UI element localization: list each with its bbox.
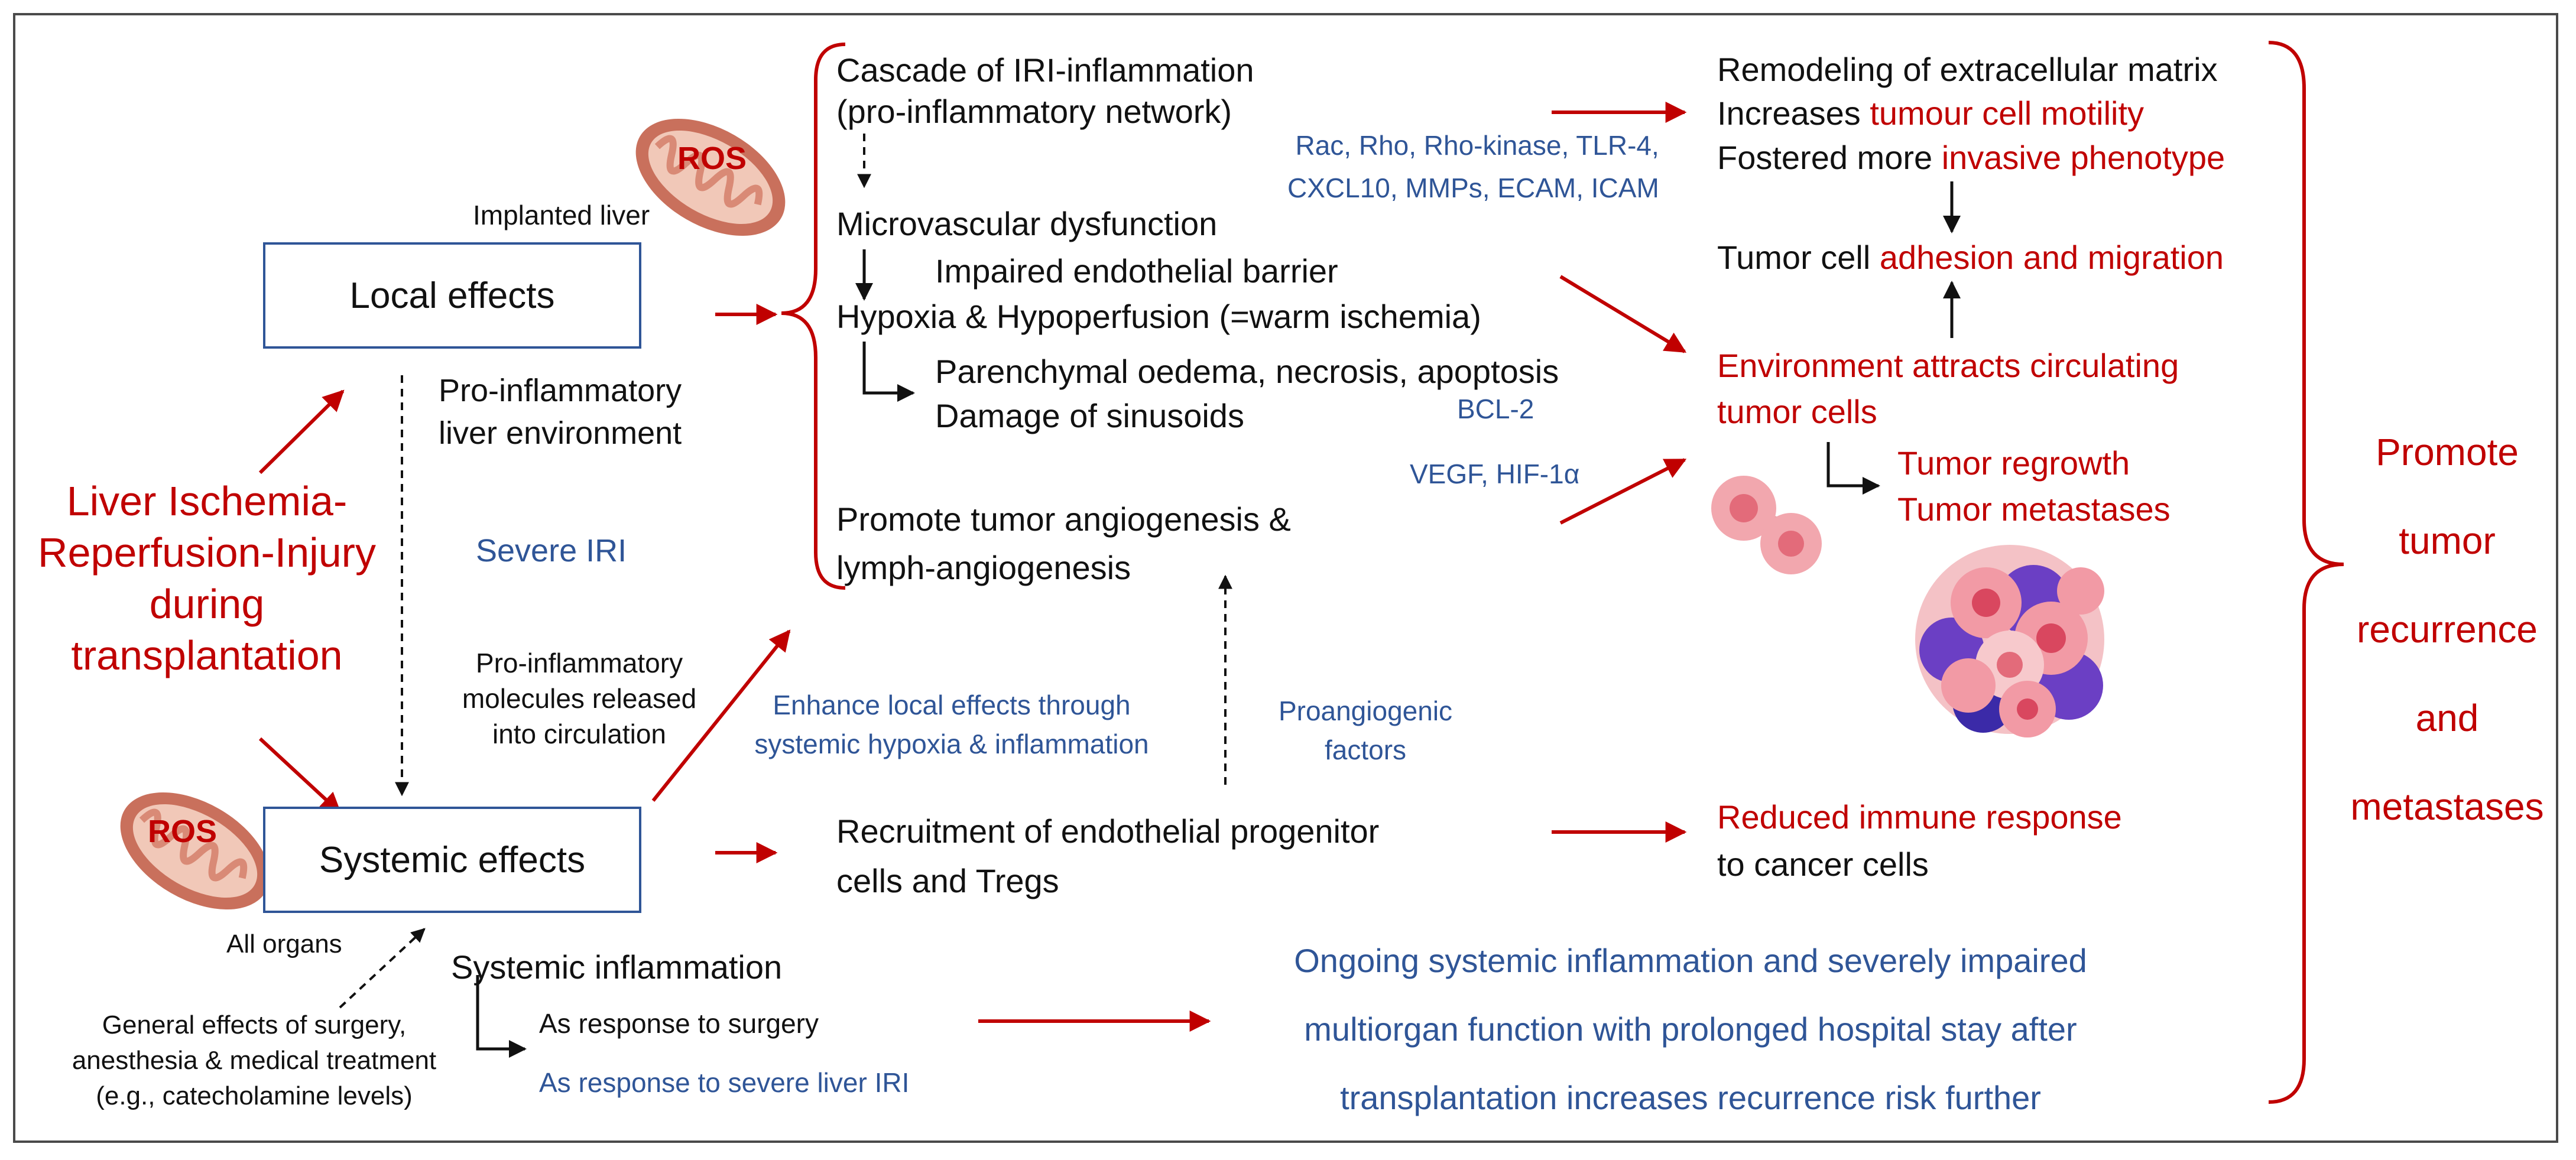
general-effects-note: General effects of surgery, anesthesia &… [35,1008,473,1114]
vegf-label: VEGF, HIF-1α [1410,459,1580,489]
angio-line: lymph-angiogenesis [836,549,1131,586]
general-line: (e.g., catecholamine levels) [96,1081,413,1110]
pro-inflammatory-molecules: Pro-inflammatory molecules released into… [414,645,745,752]
ros-label-systemic: ROS [148,814,218,849]
fostered-invasive: Fostered more invasive phenotype [1717,138,2225,177]
cascade-title: Cascade of IRI-inflammation (pro-inflamm… [836,50,1254,132]
enhance-line: systemic hypoxia & inflammation [754,729,1149,759]
damage-of-sinusoids: Damage of sinusoids [935,397,1244,434]
mediators-line: Rac, Rho, Rho-kinase, TLR-4, [1295,130,1659,161]
proangio-line: Proangiogenic [1278,696,1453,726]
proangio-line: factors [1324,735,1407,765]
reduced-immune-response: Reduced immune response to cancer cells [1717,794,2122,888]
response-severe-iri: As response to severe liver IRI [539,1067,910,1098]
fostered-prefix: Fostered more [1717,139,1942,176]
increases-prefix: Increases [1717,95,1870,132]
env-attract-line: tumor cells [1717,393,1877,430]
cancer-cell-icon [1711,476,1822,574]
hypoxia-hypoperfusion: Hypoxia & Hypoperfusion (=warm ischemia) [836,298,1481,335]
env-attract-line: Environment attracts circulating [1717,347,2179,384]
environment-attracts: Environment attracts circulating tumor c… [1717,343,2179,435]
enhance-local-effects: Enhance local effects through systemic h… [709,685,1194,763]
remodeling-ecm: Remodeling of extracellular matrix [1717,51,2218,88]
arrow-title-to-local [258,389,345,475]
implanted-liver-label: Implanted liver [473,200,650,230]
arrow-general-to-systemic [339,928,426,1009]
arrow-title-to-systemic [258,737,342,814]
mediators-line: CXCL10, MMPs, ECAM, ICAM [1287,173,1659,203]
response-surgery: As response to surgery [539,1008,819,1039]
promote-angiogenesis: Promote tumor angiogenesis & lymph-angio… [836,495,1291,592]
reduced-immune-line: Reduced immune response [1717,798,2122,836]
tumor-regrowth: Tumor regrowth [1897,444,2130,482]
arrow-hypoxia-to-oedema [862,342,915,402]
pro-inflammatory-environment: Pro-inflammatory liver environment [439,369,682,454]
recruitment-text: Recruitment of endothelial progenitor ce… [836,807,1379,906]
main-title-line: transplantation [71,632,343,678]
molecules-line: Pro-inflammatory [475,648,683,678]
arrow-env-to-regrowth [1826,442,1880,495]
tumor-cluster-icon [1915,545,2104,737]
arrow-hypoxia-to-env [1559,275,1687,353]
systemic-effects-box: Systemic effects [263,807,641,913]
systemic-inflammation-title: Systemic inflammation [451,948,783,986]
local-effects-box: Local effects [263,242,641,349]
env-line: Pro-inflammatory [439,373,682,408]
diagram-frame [13,13,2558,1143]
increases-motility: Increases tumour cell motility [1717,93,2144,133]
tumor-cell-adhesion: Tumor cell adhesion and migration [1717,238,2224,277]
env-line: liver environment [439,415,682,451]
outcome-line: and [2415,697,2479,739]
invasive-highlight: invasive phenotype [1941,139,2225,176]
molecules-line: molecules released [462,683,697,714]
arrow-inflammation-to-response [476,975,527,1058]
ongoing-line: Ongoing systemic inflammation and severe… [1294,942,2087,979]
mitochondria-icon-systemic [120,792,270,910]
tumor-cell-prefix: Tumor cell [1717,239,1880,276]
mitochondria-icon-local [635,118,786,236]
ros-label-local: ROS [677,141,747,176]
recruit-line: cells and Tregs [836,862,1059,899]
main-title-line: Liver Ischemia- [66,478,348,524]
outcome-line: tumor [2399,519,2496,562]
proangiogenic-factors: Proangiogenic factors [1235,691,1495,769]
arrow-angio-to-env [1559,458,1687,525]
bcl2-label: BCL-2 [1457,394,1534,424]
impaired-endothelial-barrier: Impaired endothelial barrier [935,252,1338,290]
tumor-outcomes: Tumor regrowth Tumor metastases [1897,440,2171,532]
molecules-line: into circulation [492,719,667,749]
cancer-cells-line: to cancer cells [1717,846,1929,883]
recruit-line: Recruitment of endothelial progenitor [836,813,1380,850]
general-line: General effects of surgery, [102,1010,407,1039]
outcome-label: Promote tumor recurrence and metastases [2347,408,2548,851]
arrow-systemic-to-cascade [651,629,791,802]
outcome-line: Promote [2376,431,2519,473]
ongoing-line: multiorgan function with prolonged hospi… [1304,1010,2077,1048]
outcome-line: recurrence [2357,608,2538,651]
main-title-line: during [149,581,265,627]
parenchymal-oedema: Parenchymal oedema, necrosis, apoptosis [935,353,1559,390]
adhesion-highlight: adhesion and migration [1879,239,2224,276]
general-line: anesthesia & medical treatment [72,1046,437,1075]
angio-line: Promote tumor angiogenesis & [836,501,1291,538]
tumor-metastases: Tumor metastases [1897,490,2171,528]
outcome-line: metastases [2350,785,2544,828]
severe-iri-label: Severe IRI [476,533,627,568]
mediators-list: Rac, Rho, Rho-kinase, TLR-4, CXCL10, MMP… [1287,124,1659,209]
main-title-line: Reperfusion-Injury [38,529,376,576]
outcome-brace [2268,41,2344,1104]
main-title: Liver Ischemia- Reperfusion-Injury durin… [24,476,390,681]
enhance-line: Enhance local effects through [773,690,1131,720]
cascade-brace [781,43,846,590]
ongoing-line: transplantation increases recurrence ris… [1340,1079,2041,1116]
ongoing-inflammation-note: Ongoing systemic inflammation and severe… [1253,927,2128,1132]
cascade-line: Cascade of IRI-inflammation [836,51,1254,89]
all-organs-label: All organs [226,930,342,958]
microvascular-dysfunction: Microvascular dysfunction [836,205,1218,242]
cascade-line: (pro-inflammatory network) [836,93,1232,130]
motility-highlight: tumour cell motility [1870,95,2144,132]
